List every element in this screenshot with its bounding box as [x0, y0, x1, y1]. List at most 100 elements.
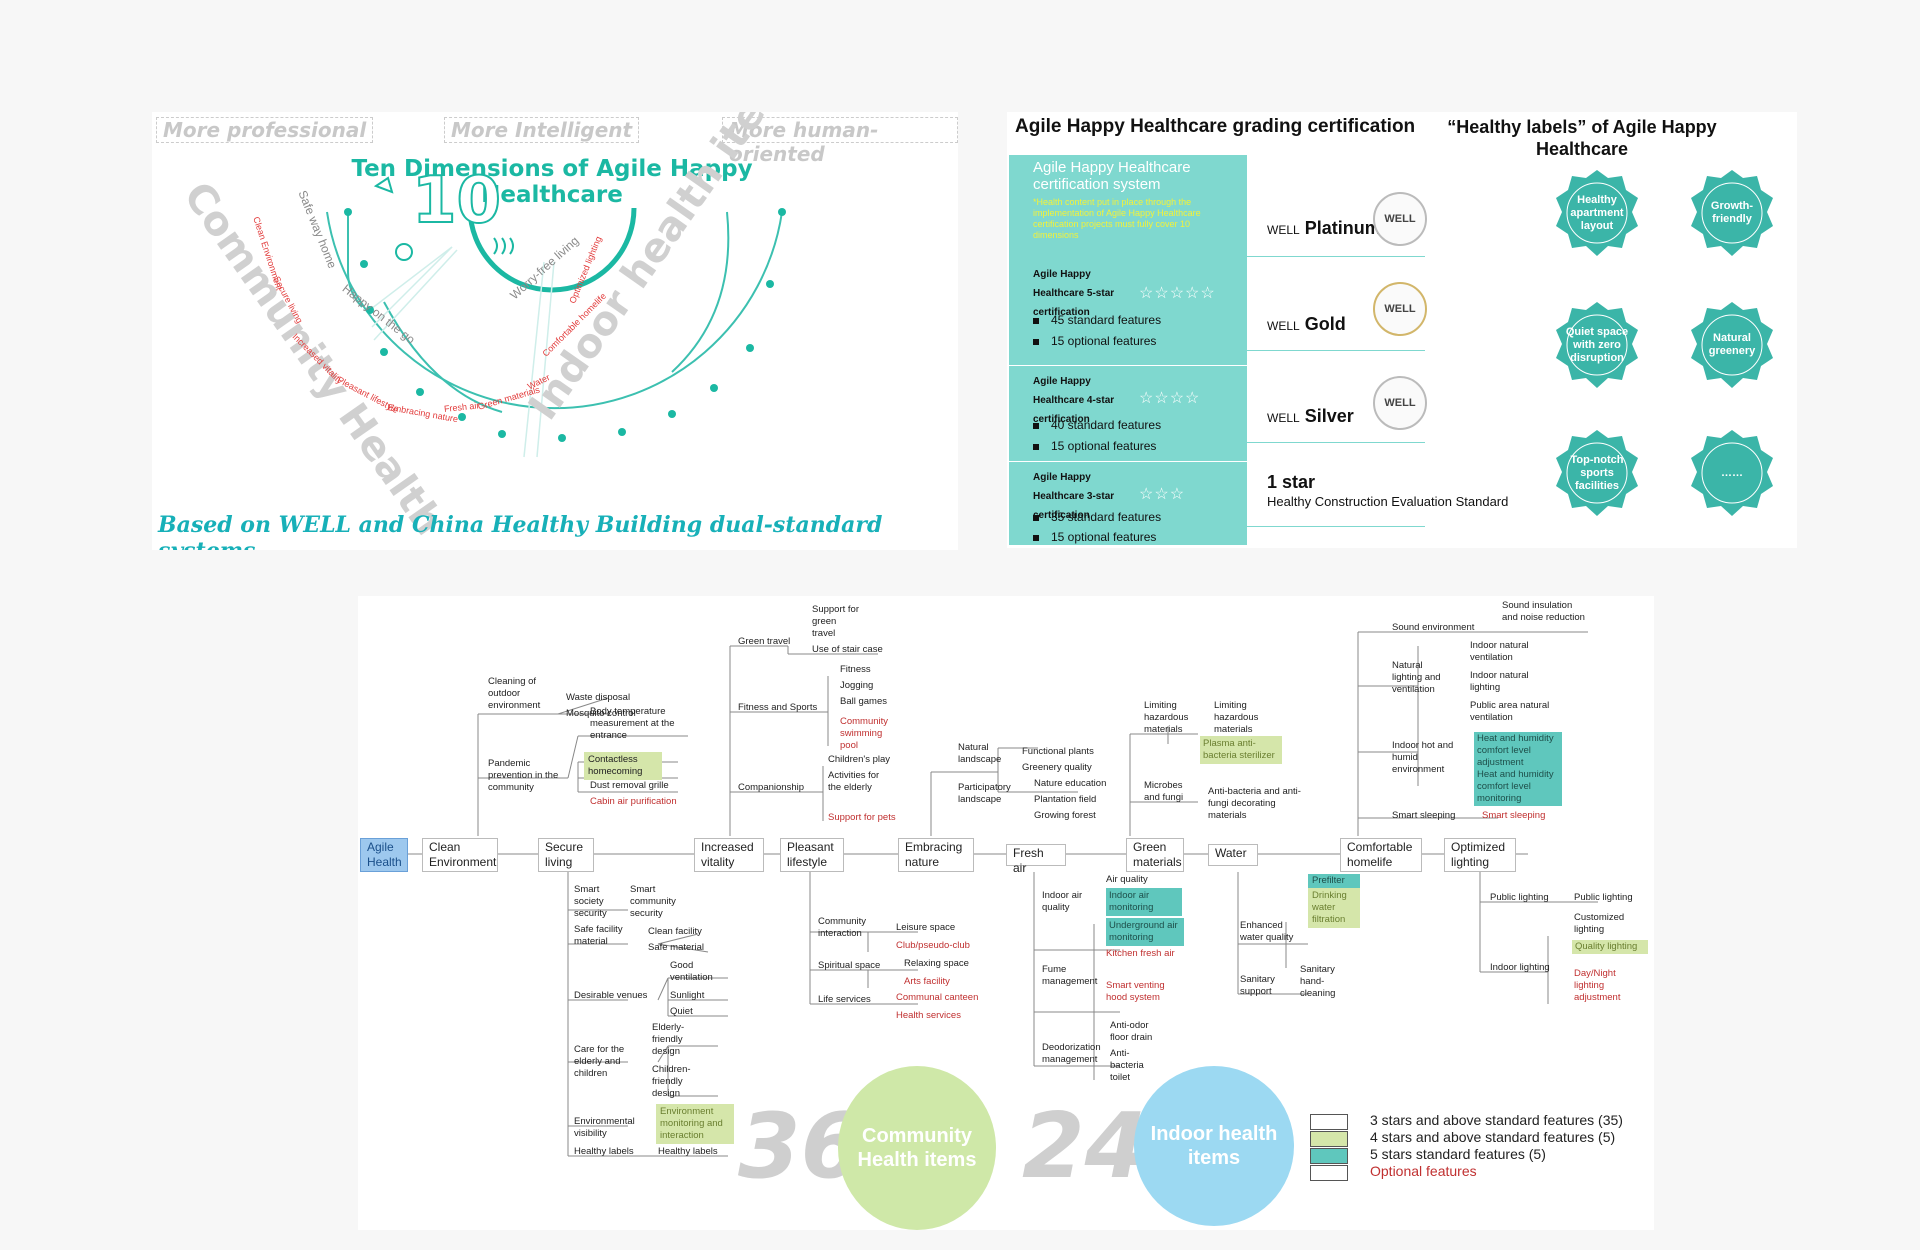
green-b2-item: Anti-bacteria and anti-fungi decorating … [1208, 786, 1301, 821]
five-star-section: Agile Happy Healthcare 5-star certificat… [1009, 265, 1247, 365]
home-b1-item: Sound insulation and noise reduction [1502, 600, 1585, 623]
clean-b1-item-1: Waste disposal [566, 692, 631, 703]
indoor-count: 24 [1022, 1094, 1148, 1199]
secure-b2-item-1: Clean facility [648, 926, 702, 937]
legend-swatch-optional [1310, 1165, 1348, 1181]
certification-system-title: Agile Happy Healthcare certification sys… [1033, 159, 1191, 193]
worry-free-curve [671, 211, 730, 373]
certification-note: *Health content put in place through the… [1033, 197, 1201, 240]
secure-b1: Smart society security [574, 884, 607, 919]
happy-on-the-go-curve [383, 301, 503, 413]
ten-dimensions-panel: More professional More Intelligent More … [152, 112, 958, 550]
vitality-b2: Fitness and Sports [738, 702, 818, 713]
badge-growth-friendly: Growth-friendly [1687, 168, 1777, 258]
three-star-title: Agile Happy Healthcare 3-star certificat… [1033, 472, 1115, 521]
vitality-b3: Companionship [738, 782, 805, 793]
secure-b5: Environmental visibility [574, 1116, 635, 1139]
water-b1-item-2: Drinking water filtration [1308, 888, 1360, 928]
center-number: 10 [411, 163, 502, 239]
vitality-b2-item-4: Community swimming pool [840, 716, 889, 751]
clean-b2-item-4: Cabin air purification [590, 796, 677, 807]
legend-swatch-3star [1310, 1114, 1348, 1130]
nature-b2-item-2: Plantation field [1034, 794, 1097, 805]
lighting-b1-item: Public lighting [1574, 892, 1633, 903]
legend-swatch-4star [1310, 1131, 1348, 1147]
vitality-b1: Green travel [738, 636, 791, 647]
fresh-b3: Deodorization management [1042, 1042, 1101, 1065]
tag-human-oriented: More human-oriented [722, 117, 958, 166]
water-b1: Enhanced water quality [1240, 920, 1294, 943]
lighting-b2: Indoor lighting [1490, 962, 1550, 973]
well-silver-seal: WELL [1373, 376, 1427, 430]
ten-dimensions-title: Ten Dimensions of Agile Happy Healthcare [351, 156, 753, 208]
dimensions-arc-diagram [326, 176, 786, 458]
healthy-labels-title: “Healthy labels” of Agile Happy Healthca… [1447, 117, 1717, 159]
agile-health-tree-panel: Agile Health Clean Environment Secure li… [358, 596, 1654, 1230]
secure-b1-item: Smart community security [630, 884, 676, 919]
vitality-b3-item-1: Children's play [828, 754, 891, 765]
nature-b1: Natural landscape [958, 742, 1002, 765]
legend-4star: 4 stars and above standard features (5) [1370, 1129, 1616, 1145]
shield-icon [373, 176, 394, 194]
four-star-feature-2: 15 optional features [1033, 439, 1156, 453]
pleasant-b3-item-1: Communal canteen [896, 992, 979, 1003]
vitality-b2-item-2: Jogging [840, 680, 874, 691]
fresh-b2-item-1: Kitchen fresh air [1106, 948, 1175, 959]
secure-b6: Healthy labels [574, 1146, 634, 1157]
legend-swatch-5star [1310, 1148, 1348, 1164]
node-water: Water [1208, 844, 1258, 866]
nature-b2-item-3: Growing forest [1034, 810, 1096, 821]
node-embracing-nature: Embracing nature [898, 838, 974, 872]
lighting-b2-item-3: Day/Night lighting adjustment [1574, 968, 1621, 1003]
badge-more: …… [1687, 428, 1777, 518]
legend-3star: 3 stars and above standard features (35) [1370, 1112, 1623, 1128]
four-star-rating: ☆☆☆☆ [1139, 390, 1201, 407]
four-star-feature-1: 40 standard features [1033, 418, 1161, 432]
home-b2-item-2: Indoor natural lighting [1470, 670, 1529, 693]
node-clean-environment: Clean Environment [422, 838, 498, 872]
three-star-feature-1: 35 standard features [1033, 510, 1161, 524]
pleasant-b3-item-2: Health services [896, 1010, 961, 1021]
water-b2: Sanitary support [1240, 974, 1275, 997]
badge-quiet-space: Quiet space with zero disruption [1552, 300, 1642, 390]
home-b1: Sound environment [1392, 622, 1475, 633]
three-star-rating: ☆☆☆ [1139, 486, 1186, 503]
secure-b3: Desirable venues [574, 990, 648, 1001]
water-b1-item-1: Prefilter [1308, 874, 1360, 888]
nature-b1-item-1: Functional plants [1022, 746, 1094, 757]
pleasant-b1-item-1: Leisure space [896, 922, 956, 933]
pleasant-b1-item-2: Club/pseudo-club [896, 940, 970, 951]
node-optimized-lighting: Optimized lighting [1444, 838, 1516, 872]
clean-b2-item-3: Dust removal grille [590, 780, 669, 791]
vitality-b3-item-2: Activities for the elderly [828, 770, 880, 793]
lighting-b2-item-2: Quality lighting [1572, 940, 1648, 954]
fresh-b3-item-1: Anti-odor floor drain [1110, 1020, 1153, 1043]
lighting-b1: Public lighting [1490, 892, 1549, 903]
fresh-b3-item-2: Anti-bacteria toilet [1110, 1048, 1144, 1083]
home-b2-item-1: Indoor natural ventilation [1470, 640, 1529, 663]
well-silver-level: WELL Silver [1267, 406, 1354, 426]
air-waves-icon [493, 237, 514, 255]
outer-arc [326, 211, 783, 410]
secure-b3-item-1: Good ventilation [670, 960, 713, 983]
pleasant-b2: Spiritual space [818, 960, 881, 971]
home-b4-item: Smart sleeping [1482, 810, 1546, 821]
well-gold-seal: WELL [1373, 282, 1427, 336]
fresh-b2: Fume management [1042, 964, 1098, 987]
nature-b2: Participatory landscape [958, 782, 1011, 805]
runner-icon [395, 243, 413, 261]
node-increased-vitality: Increased vitality [694, 838, 764, 872]
indoor-items-circle: Indoor health items [1134, 1066, 1294, 1226]
vitality-b2-item-3: Ball games [840, 696, 887, 707]
grading-certification-panel: Agile Happy Healthcare grading certifica… [1007, 112, 1797, 548]
secure-b4-item-1: Elderly-friendly design [652, 1022, 685, 1057]
node-green-materials: Green materials [1126, 838, 1184, 872]
fresh-b2-item-2: Smart venting hood system [1106, 980, 1165, 1003]
vitality-b2-item-1: Fitness [840, 664, 871, 675]
green-b1-item-1: Limiting hazardous materials [1214, 700, 1259, 735]
root-agile-health: Agile Health [360, 838, 408, 872]
clean-b2-item-1: Body temperature measurement at the entr… [590, 706, 675, 741]
pleasant-b3: Life services [818, 994, 871, 1005]
home-b3-item-2: Heat and humidity comfort level monitori… [1474, 768, 1562, 806]
green-b1-item-2: Plasma anti-bacteria sterilizer [1200, 736, 1282, 764]
